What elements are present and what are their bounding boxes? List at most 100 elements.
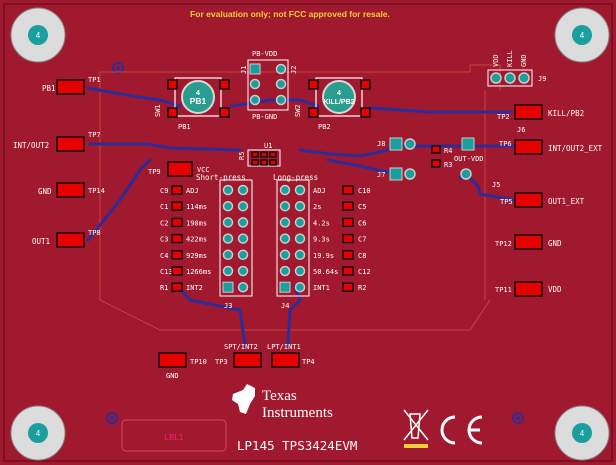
short-press-row-3[interactable]: C2 198ms bbox=[160, 217, 249, 228]
long-press-row-3[interactable]: C64.2s bbox=[279, 217, 367, 228]
short-press-ref: C3 bbox=[160, 236, 168, 244]
long-press-row-4[interactable]: C7 9.3s bbox=[279, 233, 367, 244]
jumper-j5[interactable]: J5 bbox=[460, 168, 500, 189]
svg-text:J3: J3 bbox=[224, 302, 232, 310]
jumper-j7[interactable]: J7 bbox=[377, 167, 416, 181]
svg-text:4: 4 bbox=[36, 429, 41, 438]
long-press-value: 9.3s bbox=[313, 236, 330, 244]
svg-text:KILL/PB2: KILL/PB2 bbox=[323, 99, 354, 106]
long-press-value: ADJ bbox=[313, 187, 326, 195]
svg-text:PB-VDD: PB-VDD bbox=[252, 50, 277, 58]
resistors-r3-r4: R4 R3 OUT-VDD bbox=[431, 145, 484, 169]
test-point-tp2[interactable]: KILL/PB2 TP2 bbox=[497, 104, 584, 121]
svg-text:TP5: TP5 bbox=[500, 198, 513, 206]
short-press-ref: C2 bbox=[160, 219, 168, 227]
jumper-j6[interactable]: J6 bbox=[461, 126, 525, 151]
short-press-title: Short-press bbox=[196, 173, 246, 182]
svg-text:GND: GND bbox=[38, 187, 52, 196]
svg-text:4: 4 bbox=[337, 90, 341, 97]
svg-text:PB1: PB1 bbox=[190, 96, 207, 106]
jumper-j8[interactable]: J8 bbox=[377, 137, 416, 151]
mounting-hole-top-right: 4 bbox=[554, 7, 610, 63]
short-press-value: 198ms bbox=[186, 219, 207, 227]
svg-text:SW2: SW2 bbox=[294, 104, 302, 117]
svg-text:J2: J2 bbox=[290, 66, 298, 74]
svg-text:TP3: TP3 bbox=[215, 358, 228, 366]
mounting-hole-bottom-right: 4 bbox=[554, 405, 610, 461]
svg-text:TP12: TP12 bbox=[495, 240, 512, 248]
short-press-value: INT2 bbox=[186, 284, 203, 292]
test-point-tp1[interactable]: PB1 TP1 bbox=[42, 76, 101, 95]
headers-j1-j2[interactable]: PB-VDD J1 J2 PB-GND bbox=[240, 50, 298, 121]
svg-text:4: 4 bbox=[36, 31, 41, 40]
test-point-tp10[interactable]: TP10 GND bbox=[158, 352, 207, 380]
weee-icon bbox=[403, 409, 429, 448]
short-press-value: 1266ms bbox=[186, 268, 211, 276]
svg-text:GND: GND bbox=[548, 239, 562, 248]
long-press-row-1[interactable]: C10 ADJ bbox=[279, 184, 371, 196]
label-lbl1: LBL1 bbox=[121, 419, 227, 452]
short-press-ref: C4 bbox=[160, 252, 168, 260]
long-press-ref: C8 bbox=[358, 252, 366, 260]
long-press-ref: C10 bbox=[358, 187, 371, 195]
test-point-tp11[interactable]: VDD TP11 bbox=[495, 281, 562, 297]
svg-text:J5: J5 bbox=[492, 181, 500, 189]
svg-text:TP8: TP8 bbox=[88, 229, 101, 237]
test-point-tp4[interactable]: TP4 LPT/INT1 bbox=[267, 343, 315, 368]
long-press-ref: C7 bbox=[358, 236, 366, 244]
ti-logo-line1: Texas bbox=[262, 388, 297, 404]
long-press-title: Long-press bbox=[273, 173, 318, 182]
svg-text:TP2: TP2 bbox=[497, 113, 510, 121]
pushbutton-pb2[interactable]: 4 KILL/PB2 PB2 SW2 bbox=[294, 77, 371, 131]
svg-text:INT/OUT2_EXT: INT/OUT2_EXT bbox=[548, 144, 603, 153]
pushbutton-pb1[interactable]: 4 PB1 PB1 SW1 bbox=[154, 77, 230, 131]
long-press-value: INT1 bbox=[313, 284, 330, 292]
test-point-tp9[interactable]: TP9 VCC bbox=[148, 161, 210, 177]
svg-text:GND: GND bbox=[520, 54, 528, 67]
short-press-row-6[interactable]: C13 1266ms bbox=[160, 265, 249, 277]
test-point-tp12[interactable]: GND TP12 bbox=[495, 234, 562, 250]
svg-text:J1: J1 bbox=[240, 66, 248, 74]
svg-text:KILL/PB2: KILL/PB2 bbox=[548, 109, 584, 118]
fcc-notice: For evaluation only; not FCC approved fo… bbox=[190, 9, 390, 19]
svg-text:TP14: TP14 bbox=[88, 187, 105, 195]
ce-mark-icon bbox=[440, 415, 483, 445]
svg-text:LBL1: LBL1 bbox=[165, 433, 184, 442]
ti-logo-line2: Instruments bbox=[262, 405, 333, 421]
ic-u1: U1 R5 bbox=[238, 142, 281, 167]
svg-text:R3: R3 bbox=[444, 161, 452, 169]
svg-text:J7: J7 bbox=[377, 171, 385, 179]
short-press-ref: C13 bbox=[160, 268, 173, 276]
test-point-tp3[interactable]: TP3 SPT/INT2 bbox=[215, 343, 262, 368]
test-point-tp7[interactable]: INT/OUT2 TP7 bbox=[13, 131, 101, 152]
svg-text:PB-GND: PB-GND bbox=[252, 113, 277, 121]
test-point-tp14[interactable]: GND TP14 bbox=[38, 182, 105, 198]
short-press-row-7[interactable]: R1 INT2 bbox=[160, 281, 249, 293]
test-point-tp6[interactable]: INT/OUT2_EXT TP6 bbox=[499, 139, 603, 155]
svg-text:OUT-VDD: OUT-VDD bbox=[454, 155, 484, 163]
test-point-tp8[interactable]: OUT1 TP8 bbox=[32, 229, 101, 248]
svg-text:U1: U1 bbox=[264, 142, 272, 150]
short-press-ref: R1 bbox=[160, 284, 168, 292]
short-press-ref: C1 bbox=[160, 203, 168, 211]
svg-text:TP10: TP10 bbox=[190, 358, 207, 366]
long-press-ref: C5 bbox=[358, 203, 366, 211]
svg-text:R4: R4 bbox=[444, 147, 452, 155]
ti-logo-icon bbox=[232, 384, 255, 414]
header-j9[interactable]: J9 VDD KILL GND bbox=[487, 50, 546, 87]
svg-text:TP1: TP1 bbox=[88, 76, 101, 84]
test-point-tp5[interactable]: OUT1_EXT TP5 bbox=[500, 192, 585, 208]
svg-text:VCC: VCC bbox=[197, 166, 210, 174]
